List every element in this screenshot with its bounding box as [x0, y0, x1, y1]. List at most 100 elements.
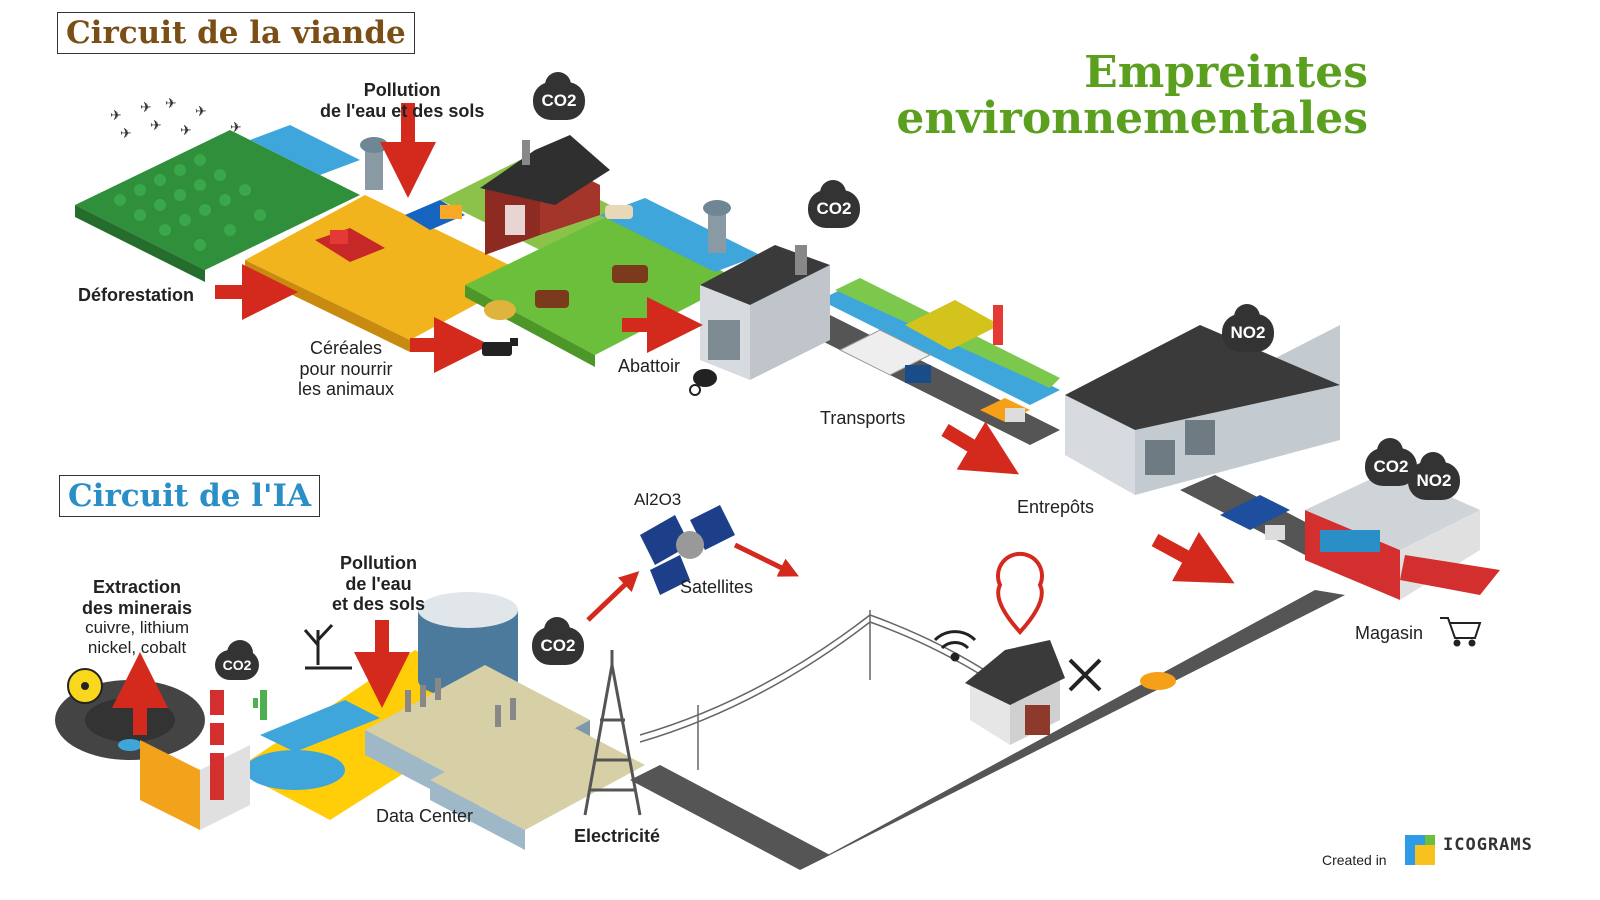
- icograms-brand: ICOGRAMS: [1443, 835, 1533, 855]
- no2-text: NO2: [1230, 323, 1266, 342]
- location-pin-icon: [996, 551, 1044, 635]
- electricity-label: Electricité: [574, 826, 661, 846]
- slaughterhouse-label: Abattoir: [618, 356, 681, 376]
- co2-text: CO2: [541, 91, 577, 110]
- road-lower: [630, 765, 830, 870]
- minerals-line1: cuivre, lithium: [85, 618, 189, 638]
- wifi-icon: [933, 630, 977, 662]
- main-title-line1: Empreintes: [1084, 47, 1368, 98]
- pollution-ai-line1: Pollution: [340, 553, 418, 573]
- store-building: [1305, 470, 1500, 600]
- ai-ground: [55, 590, 1345, 870]
- red-arrows-ai: [112, 620, 410, 735]
- no2-text: NO2: [1416, 471, 1452, 490]
- car-icon: [1140, 672, 1176, 690]
- shopping-cart-icon: [1440, 617, 1482, 647]
- co2-text: CO2: [540, 636, 576, 655]
- co2-cloud-slaughterhouse: CO2: [808, 180, 860, 228]
- arrow-from-satellite: [733, 542, 799, 577]
- no2-cloud-warehouse: NO2: [1222, 304, 1274, 352]
- no2-cloud-store: NO2: [1408, 452, 1460, 500]
- main-title-line2: environnementales: [896, 93, 1368, 145]
- co2-cloud-barn: CO2: [533, 72, 585, 120]
- wheat-field: [245, 195, 530, 340]
- cow-icon: [535, 205, 648, 308]
- dead-tree-icon: [303, 623, 352, 670]
- red-arrows-satellite: [586, 542, 799, 622]
- pollution-label-meat: Pollution de l'eau et des sols: [320, 80, 484, 121]
- warehouse-building: [1065, 325, 1340, 495]
- power-plant: [140, 690, 250, 830]
- water-tower: [360, 137, 388, 190]
- ai-circuit-title: Circuit de l'IA: [59, 475, 321, 517]
- canal: [820, 285, 1060, 405]
- svg-text:✈: ✈: [110, 107, 122, 123]
- alumina-label: Al2O3: [634, 490, 682, 509]
- pollution-line1: Pollution: [363, 80, 441, 100]
- cactus-icon: [253, 690, 267, 720]
- cereals-line1: Céréales: [310, 338, 383, 358]
- co2-cloud-datacenter: CO2: [532, 617, 584, 665]
- road-loop: [800, 590, 1345, 870]
- icograms-logo: [1405, 835, 1435, 865]
- pylon-icon: [583, 650, 642, 816]
- forest-trees: [114, 154, 266, 251]
- minerals-line2: nickel, cobalt: [87, 637, 187, 657]
- pollution-ai-line2: de l'eau: [345, 573, 412, 594]
- extraction-label: Extraction des minerais cuivre, lithium …: [82, 577, 192, 657]
- pollution-line2: de l'eau et des sols: [320, 100, 485, 121]
- forest-tile: [75, 130, 360, 270]
- cereals-line2: pour nourrir: [299, 358, 393, 379]
- arrow-store: [1151, 532, 1235, 584]
- co2-text: CO2: [222, 657, 252, 673]
- satellites-label: Satellites: [680, 577, 754, 597]
- pollution-label-ai: Pollution de l'eau et des sols: [332, 553, 425, 615]
- warehouses-label: Entrepôts: [1017, 497, 1095, 517]
- created-in-label: Created in: [1322, 852, 1387, 868]
- cereals-label: Céréales pour nourrir les animaux: [298, 338, 394, 400]
- extraction-line1: Extraction: [93, 577, 182, 597]
- cargo-boat: [905, 300, 1003, 350]
- deforestation-label: Déforestation: [78, 285, 195, 305]
- datacenter-building: [365, 665, 645, 850]
- cow-icon-small: [482, 338, 518, 356]
- svg-text:✈: ✈: [180, 122, 192, 138]
- co2-text: CO2: [1373, 457, 1409, 476]
- harvester: [315, 228, 385, 262]
- svg-text:✈: ✈: [150, 117, 162, 133]
- co2-cloud-store: CO2: [1365, 438, 1417, 486]
- extraction-line2: des minerais: [82, 597, 193, 618]
- store-label: Magasin: [1355, 623, 1424, 643]
- hay-bale: [484, 300, 516, 320]
- transports-label: Transports: [820, 408, 906, 428]
- water-tower-2: [703, 200, 731, 253]
- svg-text:✈: ✈: [120, 125, 132, 141]
- barn: [480, 135, 610, 255]
- red-arrows-meat: [215, 103, 1235, 584]
- co2-cloud-powerplant: CO2: [215, 640, 259, 680]
- radioactive-icon: [67, 668, 103, 704]
- svg-text:✈: ✈: [140, 99, 152, 115]
- ham-icon: [689, 369, 717, 396]
- svg-text:✈: ✈: [230, 119, 242, 135]
- co2-text: CO2: [816, 199, 852, 218]
- pond: [245, 750, 345, 790]
- arrow-to-satellite: [586, 571, 640, 622]
- pollution-ai-line3: et des sols: [332, 594, 426, 615]
- meat-circuit-title: Circuit de la viande: [57, 12, 415, 54]
- main-title: Empreintes environnementales: [896, 47, 1368, 145]
- container-truck: [1220, 495, 1290, 540]
- datacenter-label: Data Center: [376, 806, 474, 826]
- tractor: [405, 200, 465, 230]
- satellite-icon: [640, 505, 735, 595]
- house-building: [965, 640, 1065, 745]
- tanker-truck: [838, 329, 932, 383]
- fork-knife-icon: [1068, 658, 1102, 692]
- river-top: [250, 125, 360, 175]
- arrow-transports: [941, 421, 1020, 475]
- cereals-line3: les animaux: [298, 379, 395, 400]
- svg-text:✈: ✈: [165, 95, 177, 111]
- truck-icon: [980, 398, 1030, 422]
- slaughterhouse-building: [700, 245, 830, 380]
